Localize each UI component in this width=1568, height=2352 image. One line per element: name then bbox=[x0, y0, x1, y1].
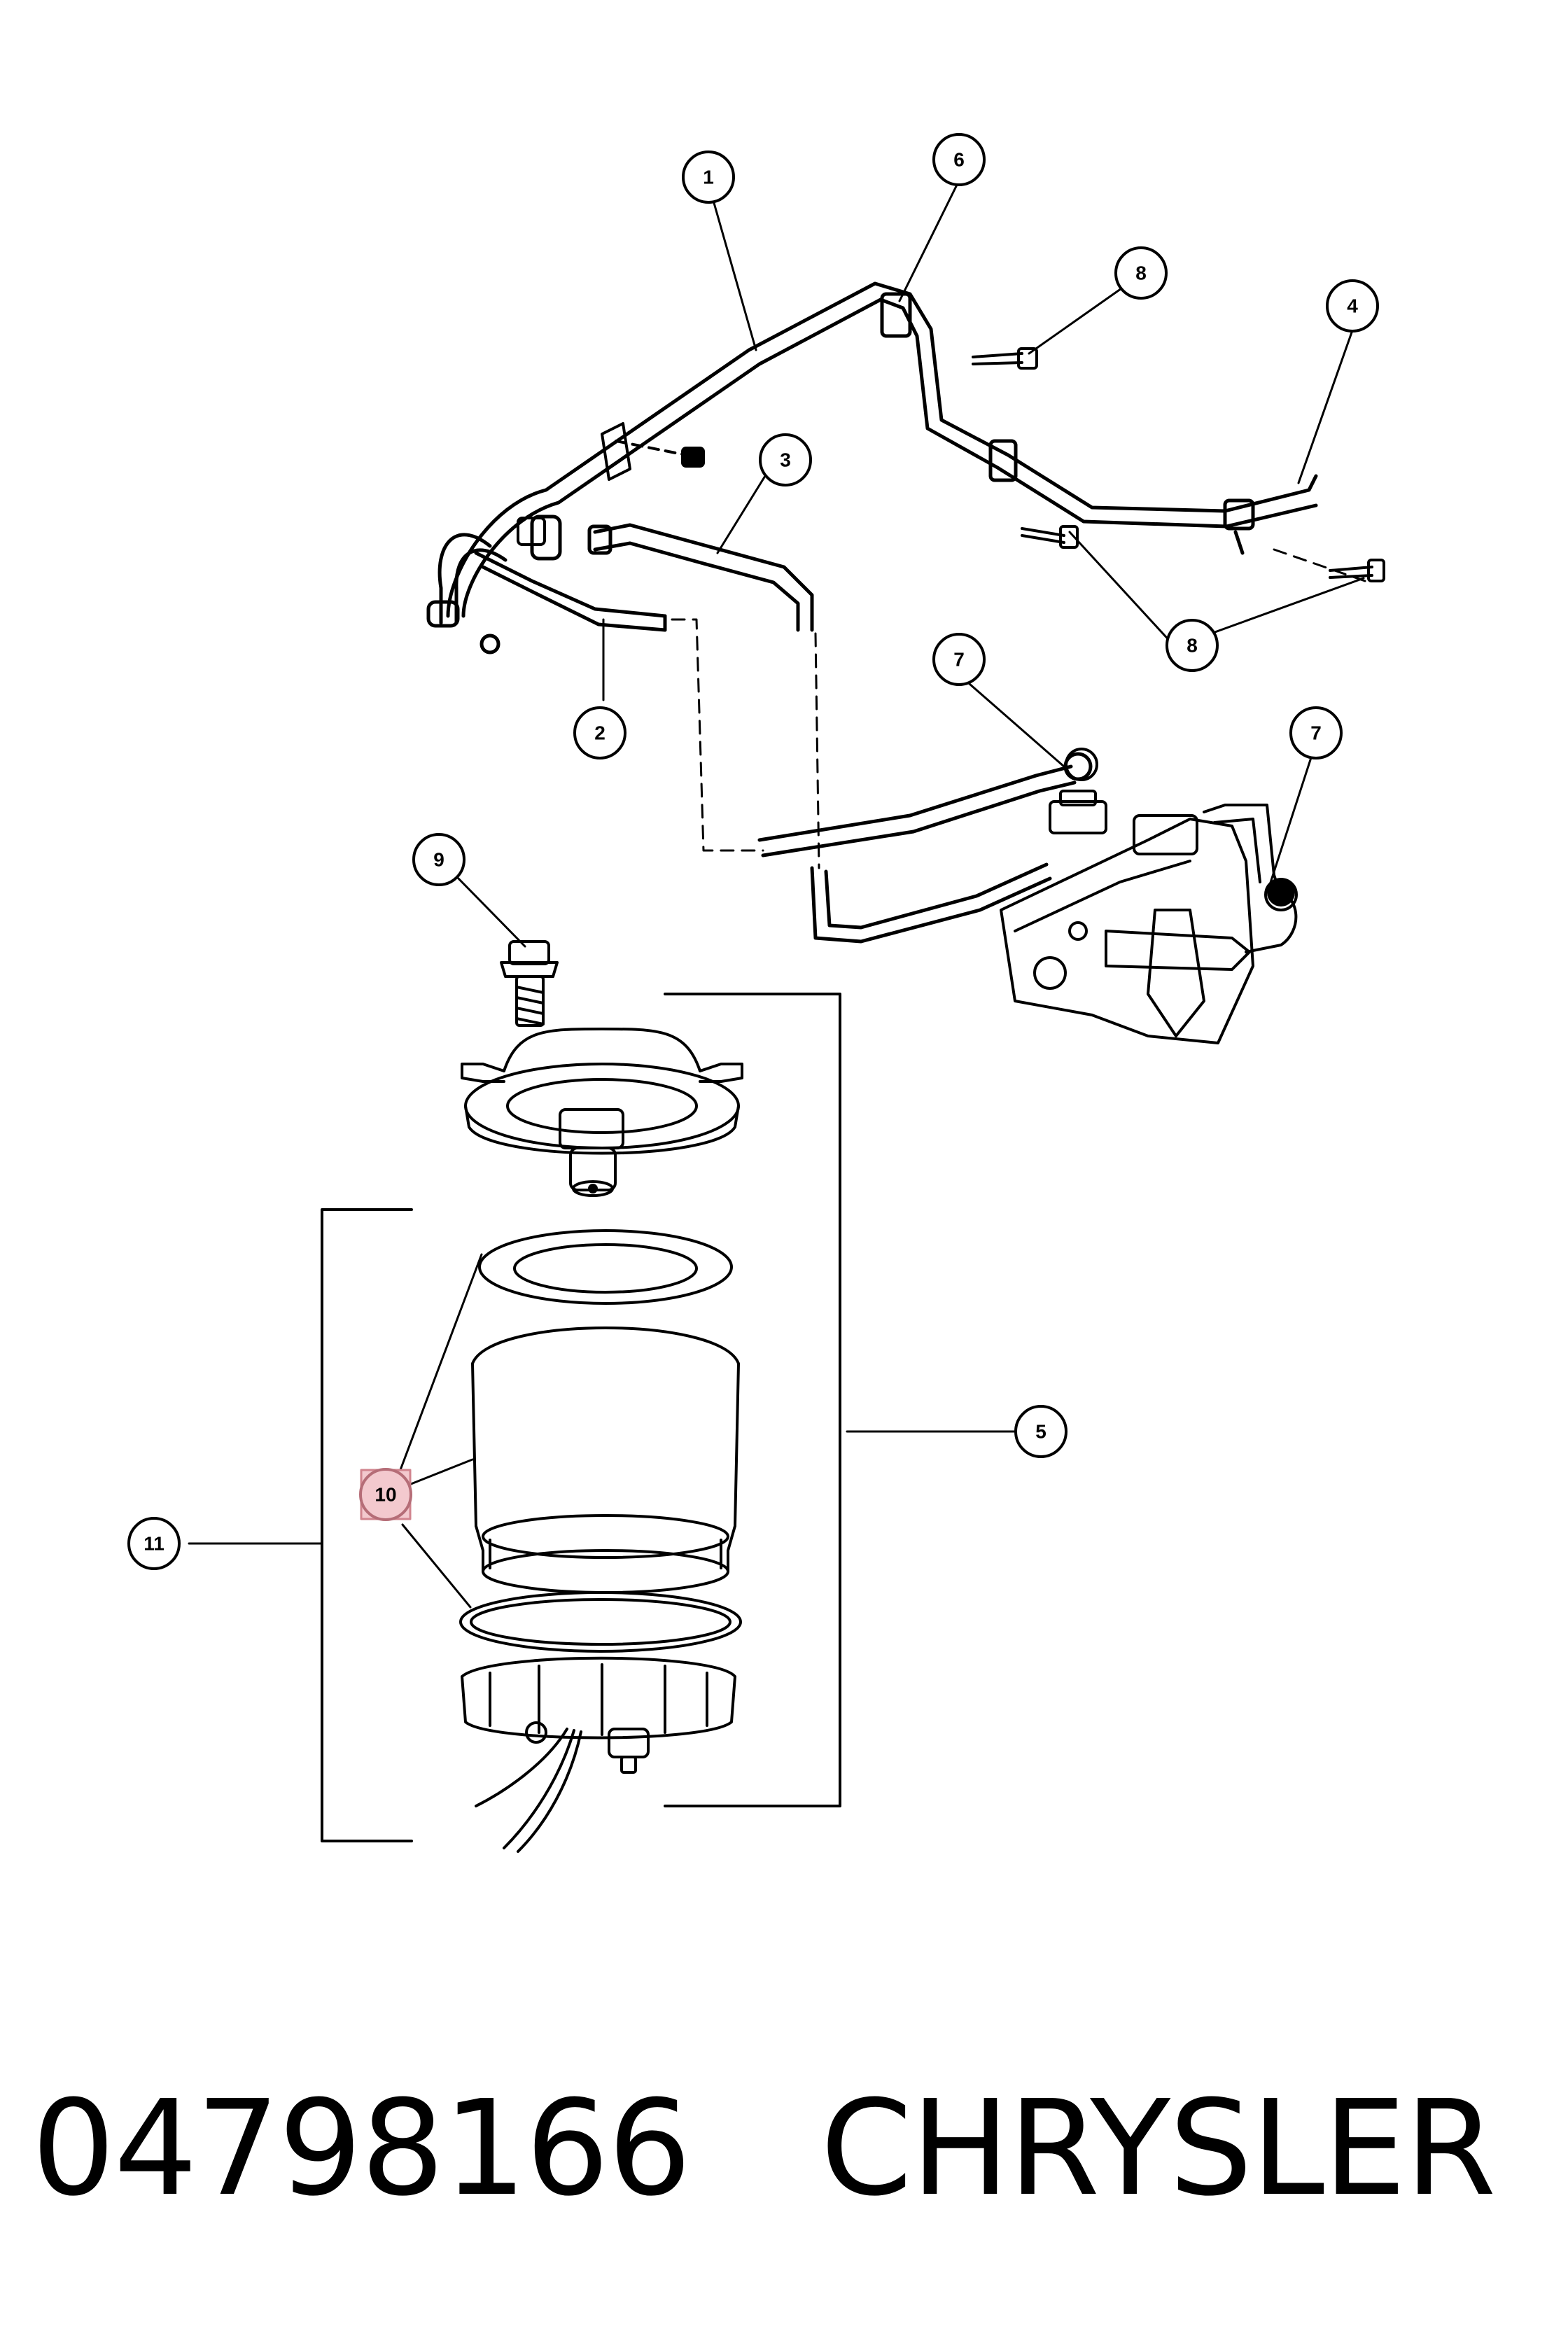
callout-3-label: 3 bbox=[780, 449, 791, 471]
callout-1-label: 1 bbox=[703, 167, 714, 188]
filter-bowl bbox=[461, 1656, 736, 1853]
callout-2 bbox=[573, 706, 626, 760]
callout-1 bbox=[682, 150, 735, 204]
clamp-6 bbox=[880, 292, 1018, 482]
callout-8b-label: 8 bbox=[1186, 635, 1198, 657]
callout-7a bbox=[932, 633, 986, 686]
routing-dashed-lines bbox=[671, 548, 1366, 869]
upper-seal-ring bbox=[478, 1229, 733, 1305]
fuel-line-2 bbox=[426, 533, 667, 654]
callout-6 bbox=[932, 133, 986, 186]
callout-9-label: 9 bbox=[433, 849, 444, 871]
callout-7b bbox=[1289, 706, 1343, 760]
callout-7a-label: 7 bbox=[953, 649, 965, 671]
bracket-11 bbox=[321, 1208, 413, 1842]
callout-10 bbox=[359, 1468, 412, 1521]
injection-pump bbox=[1000, 790, 1298, 1044]
callout-3 bbox=[759, 433, 812, 486]
callout-5 bbox=[1014, 1405, 1068, 1458]
lower-seal-ring bbox=[459, 1591, 742, 1653]
bracket-5 bbox=[664, 993, 841, 1807]
callout-4 bbox=[1326, 279, 1379, 332]
callout-6-label: 6 bbox=[953, 149, 965, 171]
callout-10-label: 10 bbox=[374, 1484, 396, 1506]
filter-head bbox=[461, 1028, 743, 1197]
callout-2-label: 2 bbox=[594, 722, 606, 744]
brand-name: CHRYSLER bbox=[820, 2072, 1497, 2225]
callout-9 bbox=[412, 833, 465, 886]
callout-7b-label: 7 bbox=[1310, 722, 1322, 744]
bolt-9 bbox=[500, 940, 559, 1027]
bolt-8-lower-right bbox=[1329, 559, 1385, 582]
callout-8a bbox=[1114, 246, 1168, 300]
bolt-8-lower-left bbox=[1021, 525, 1079, 549]
leader-lines bbox=[188, 179, 1365, 1609]
callout-11-label: 11 bbox=[144, 1533, 164, 1555]
filter-element bbox=[471, 1326, 740, 1594]
line-4-fitting bbox=[1223, 498, 1255, 555]
callout-4-label: 4 bbox=[1347, 295, 1358, 317]
caption: 04798166 CHRYSLER bbox=[0, 2044, 1568, 2254]
hose-clamp-7 bbox=[1065, 748, 1298, 911]
callout-8a-label: 8 bbox=[1135, 262, 1147, 284]
part-number: 04798166 bbox=[31, 2072, 692, 2225]
pump-supply-hose bbox=[757, 752, 1093, 944]
callout-8b bbox=[1166, 619, 1219, 672]
fuel-line-1-fitting bbox=[517, 422, 705, 546]
callout-11 bbox=[127, 1517, 181, 1570]
fuel-hose-3 bbox=[530, 514, 814, 632]
callout-5-label: 5 bbox=[1035, 1421, 1046, 1443]
bolt-8-upper bbox=[972, 347, 1038, 370]
